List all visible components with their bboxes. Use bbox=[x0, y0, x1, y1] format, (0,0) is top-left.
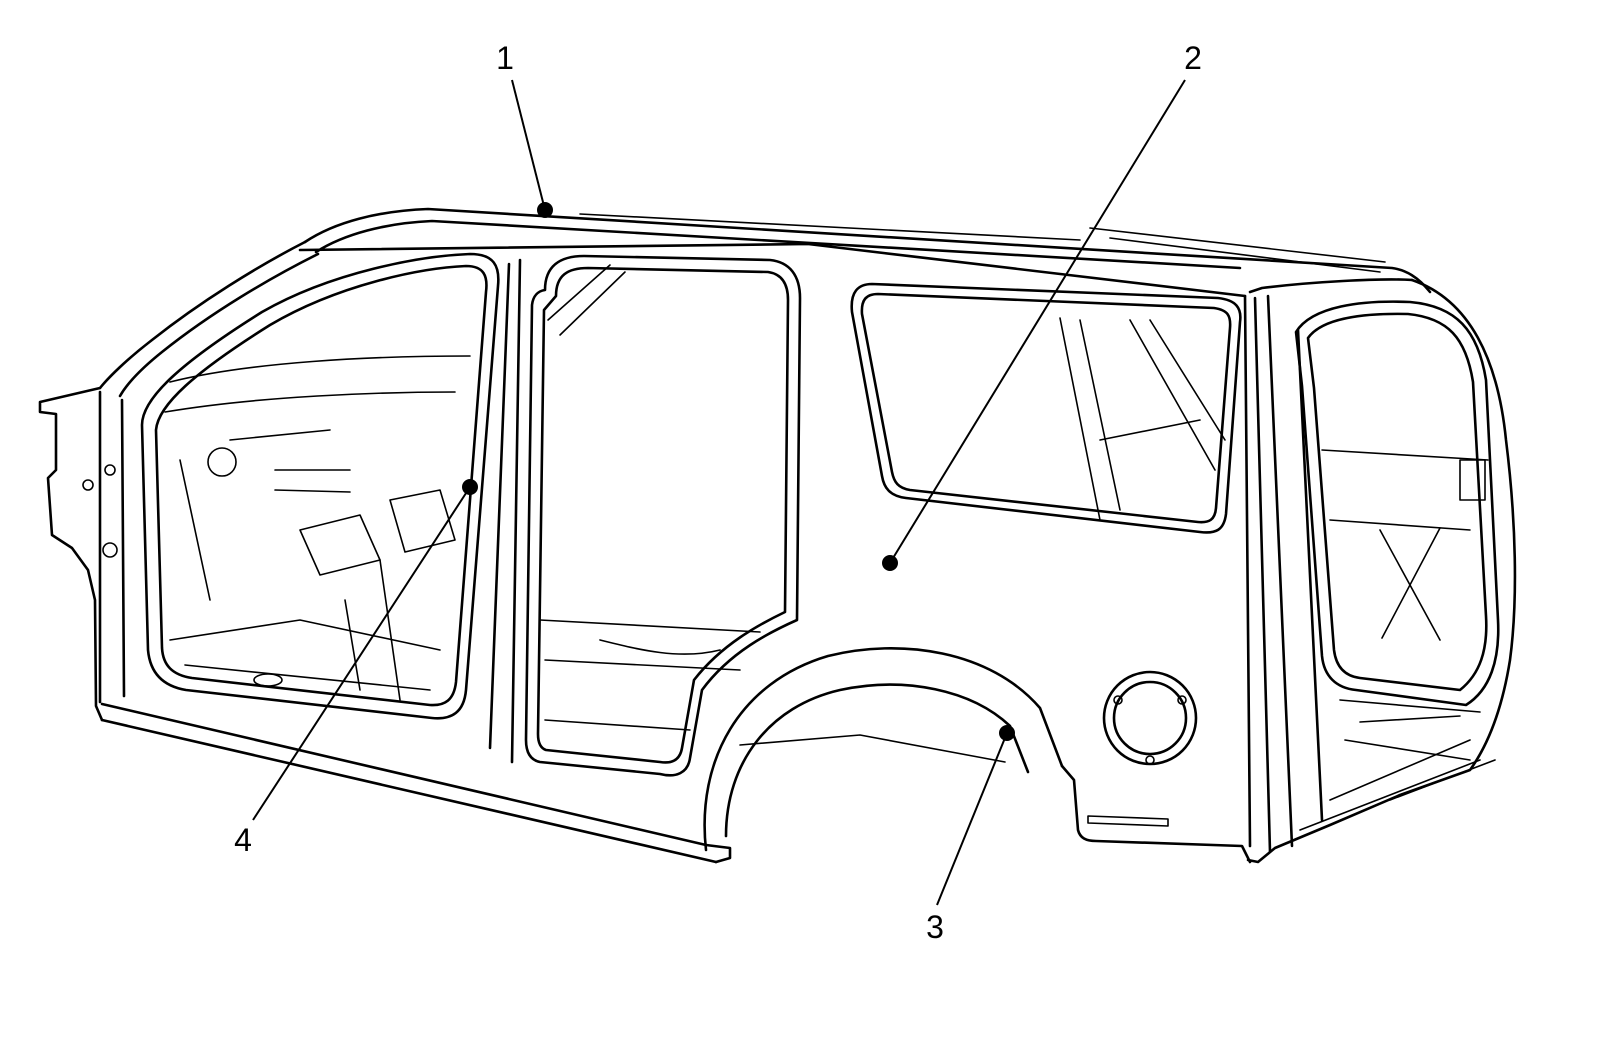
callout-4-label: 4 bbox=[234, 822, 252, 858]
roof-top-edge bbox=[303, 207, 1432, 294]
rocker-tab bbox=[704, 843, 732, 864]
callout-1-dot bbox=[537, 202, 553, 218]
rear-bumper-line bbox=[1299, 759, 1481, 831]
callout-1: 1 bbox=[496, 40, 553, 218]
fuel-door-hole bbox=[1177, 695, 1187, 705]
front-door-opening bbox=[140, 252, 500, 720]
rear-body-outline bbox=[1246, 278, 1517, 864]
callout-1-label: 1 bbox=[496, 40, 514, 76]
callout-4-leader bbox=[252, 486, 471, 821]
cargo-floor-line bbox=[1359, 715, 1461, 723]
roof-panel-line bbox=[1109, 237, 1381, 273]
rear-floor-line bbox=[544, 659, 741, 671]
firewall-slot bbox=[274, 489, 351, 493]
callout-4: 4 bbox=[234, 479, 478, 858]
front-door-opening-inner bbox=[154, 264, 488, 707]
d-pillar-line-2 bbox=[1266, 294, 1294, 848]
vehicle-body bbox=[38, 207, 1517, 864]
callout-3-label: 3 bbox=[926, 909, 944, 945]
side-upper-edge bbox=[298, 242, 1247, 298]
floor-tunnel bbox=[379, 559, 401, 701]
callout-1-leader bbox=[511, 79, 546, 211]
cargo-panel-line bbox=[1329, 519, 1471, 531]
callout-3-leader bbox=[936, 732, 1008, 906]
b-pillar-center-line bbox=[488, 262, 511, 750]
hinge-pillar-line-inner bbox=[120, 398, 126, 698]
wheel-house bbox=[739, 734, 1006, 763]
floor-tunnel bbox=[344, 599, 361, 691]
hinge-hole bbox=[104, 464, 116, 476]
quarter-lower-edge bbox=[1060, 764, 1252, 864]
quarter-rear-edge bbox=[1243, 294, 1252, 848]
cargo-panel-slot bbox=[1459, 459, 1486, 501]
rear-door-opening-inner bbox=[536, 266, 790, 764]
rocker-bottom bbox=[100, 718, 718, 864]
liftgate-opening-inner bbox=[1306, 312, 1488, 692]
callout-4-dot bbox=[462, 479, 478, 495]
fuel-door-inner bbox=[1112, 680, 1188, 756]
hinge-hole bbox=[82, 479, 94, 491]
rear-floor-contour bbox=[599, 639, 721, 655]
fuel-door-hole bbox=[1113, 695, 1123, 705]
dashboard-lower bbox=[164, 391, 456, 413]
rear-floor-line bbox=[544, 719, 691, 731]
seat-mount bbox=[389, 489, 456, 553]
c-pillar-inner bbox=[1099, 419, 1201, 441]
quarter-trim-slot bbox=[1087, 815, 1169, 827]
callout-2-leader bbox=[889, 79, 1186, 564]
b-pillar-rear-edge bbox=[510, 258, 522, 764]
cargo-floor-line bbox=[1339, 699, 1481, 713]
c-pillar-inner bbox=[1149, 319, 1226, 441]
rocker-top bbox=[100, 702, 708, 847]
c-pillar-inner bbox=[1059, 317, 1101, 521]
b-pillar-brace bbox=[547, 264, 611, 321]
fuel-door-outer bbox=[1102, 670, 1198, 766]
quarter-window-opening bbox=[850, 282, 1242, 534]
b-pillar-brace bbox=[559, 271, 626, 336]
d-pillar-line-1 bbox=[1253, 296, 1272, 854]
rear-bumper-line bbox=[1329, 739, 1471, 801]
hinge-pillar bbox=[38, 386, 104, 722]
interior-structure bbox=[82, 213, 1496, 831]
callout-2-dot bbox=[882, 555, 898, 571]
a-pillar-outer bbox=[98, 240, 307, 390]
cargo-cross-brace bbox=[1381, 527, 1441, 639]
firewall-hole bbox=[207, 447, 237, 477]
firewall-line bbox=[229, 429, 331, 441]
wheel-arch-outer bbox=[703, 647, 1064, 852]
callout-2: 2 bbox=[882, 40, 1202, 571]
quarter-window-inner bbox=[860, 292, 1232, 524]
cargo-panel-line bbox=[1321, 449, 1489, 461]
callout-3: 3 bbox=[926, 725, 1015, 945]
seat-mount bbox=[299, 514, 381, 576]
rear-floor-line bbox=[539, 619, 761, 633]
front-floor-line bbox=[169, 619, 441, 651]
firewall-line bbox=[179, 459, 211, 601]
rear-header bbox=[1248, 278, 1414, 294]
roof-panel-line bbox=[579, 213, 1081, 241]
callout-2-label: 2 bbox=[1184, 40, 1202, 76]
floor-plug bbox=[253, 673, 283, 687]
roof-panel-line bbox=[1089, 227, 1386, 263]
rear-door-opening bbox=[524, 254, 802, 777]
fuel-door-hole bbox=[1145, 755, 1155, 765]
front-floor-line bbox=[184, 664, 431, 691]
cargo-floor-line bbox=[1344, 739, 1471, 761]
dashboard-cowl bbox=[169, 355, 471, 383]
liftgate-opening bbox=[1294, 300, 1500, 707]
hinge-hole bbox=[102, 542, 118, 558]
callout-3-dot bbox=[999, 725, 1015, 741]
c-pillar-inner bbox=[1129, 319, 1216, 471]
roof-rail-line bbox=[314, 219, 1242, 270]
rear-bumper-line bbox=[1389, 759, 1496, 801]
wheel-arch-inner bbox=[724, 683, 1030, 838]
c-pillar-inner bbox=[1079, 319, 1121, 511]
a-pillar-inner bbox=[118, 252, 320, 398]
d-pillar-line-3 bbox=[1296, 328, 1324, 822]
